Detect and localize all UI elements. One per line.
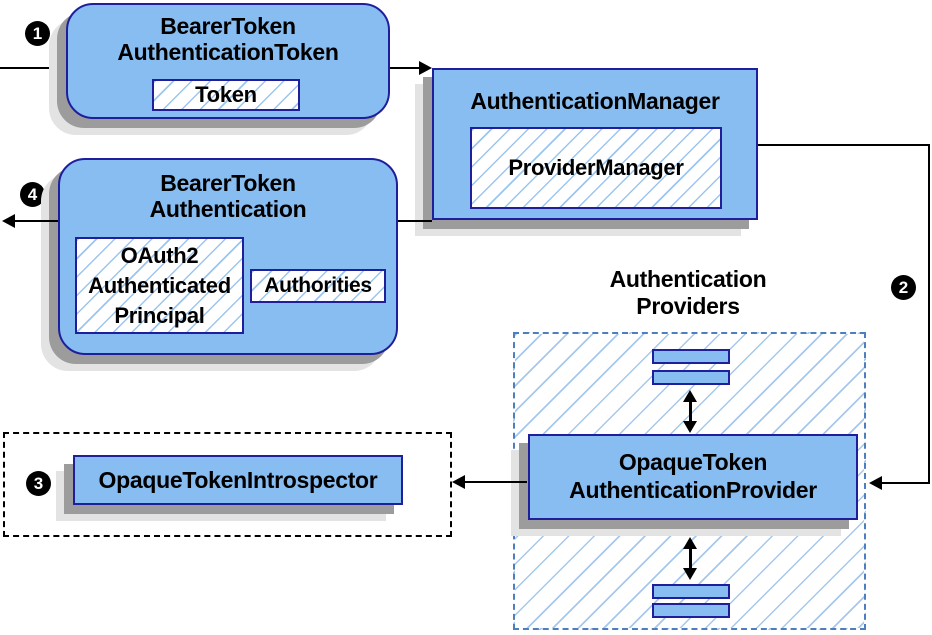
arrowhead-down-icon <box>683 568 697 580</box>
node-title-line: Authentication <box>149 196 307 222</box>
flow-step-1-badge: 1 <box>25 21 50 46</box>
chip-line: Authenticated <box>88 273 231 298</box>
incoming-request-line <box>0 67 66 69</box>
node-title-line: OpaqueTokenIntrospector <box>98 467 378 493</box>
node-title-line: AuthenticationToken <box>117 39 339 65</box>
arrowhead-up-icon <box>683 390 697 402</box>
arrowhead-left-icon <box>2 214 15 228</box>
authentication-manager-node: AuthenticationManager ProviderManager <box>432 68 758 220</box>
arrowhead-left-icon <box>452 475 465 489</box>
authentication-providers-label: Authentication Providers <box>563 266 813 320</box>
group-title-line: Authentication <box>609 266 767 292</box>
provider-manager-chip: ProviderManager <box>470 127 722 209</box>
node-title-line: OpaqueToken <box>618 449 768 475</box>
chip-line: Principal <box>114 303 205 328</box>
manager-to-authentication-line <box>398 220 432 222</box>
bearer-token-authentication-node: BearerToken Authentication OAuth2 Authen… <box>58 158 398 355</box>
token-to-manager-arrow <box>390 67 420 69</box>
oauth2-authenticated-principal-chip: OAuth2 Authenticated Principal <box>75 237 244 334</box>
generic-provider-bar <box>652 349 730 364</box>
flow-step-2-badge: 2 <box>891 275 916 300</box>
arrowhead-right-icon <box>419 61 432 75</box>
token-chip: Token <box>152 79 300 111</box>
manager-to-provider-line-h <box>758 144 930 146</box>
introspector-dotted-region <box>3 432 452 537</box>
group-title-line: Providers <box>636 293 740 319</box>
bidirectional-arrow <box>682 390 698 433</box>
flow-step-4-badge: 4 <box>20 182 45 207</box>
node-title-line: AuthenticationManager <box>470 88 720 114</box>
flow-step-3-badge: 3 <box>26 471 51 496</box>
arrowhead-left-icon <box>869 476 882 490</box>
bidirectional-arrow <box>682 537 698 580</box>
opaque-token-authentication-provider-node: OpaqueToken AuthenticationProvider <box>528 434 858 520</box>
node-title-line: AuthenticationProvider <box>569 477 817 503</box>
manager-to-provider-line-v <box>928 144 930 484</box>
node-title-line: BearerToken <box>160 170 296 196</box>
arrowhead-up-icon <box>683 537 697 549</box>
authentication-result-line <box>14 220 58 222</box>
manager-to-provider-line-end <box>882 482 930 484</box>
opaque-token-introspector-node: OpaqueTokenIntrospector <box>73 455 403 505</box>
introspect-line <box>465 481 527 483</box>
bearer-token-authentication-token-node: BearerToken AuthenticationToken Token <box>66 3 390 119</box>
generic-provider-bar <box>652 584 730 599</box>
arrowhead-down-icon <box>683 421 697 433</box>
authorities-chip: Authorities <box>250 269 386 303</box>
node-title-line: BearerToken <box>160 13 296 39</box>
chip-line: OAuth2 <box>120 243 199 268</box>
generic-provider-bar <box>652 603 730 618</box>
generic-provider-bar <box>652 370 730 385</box>
